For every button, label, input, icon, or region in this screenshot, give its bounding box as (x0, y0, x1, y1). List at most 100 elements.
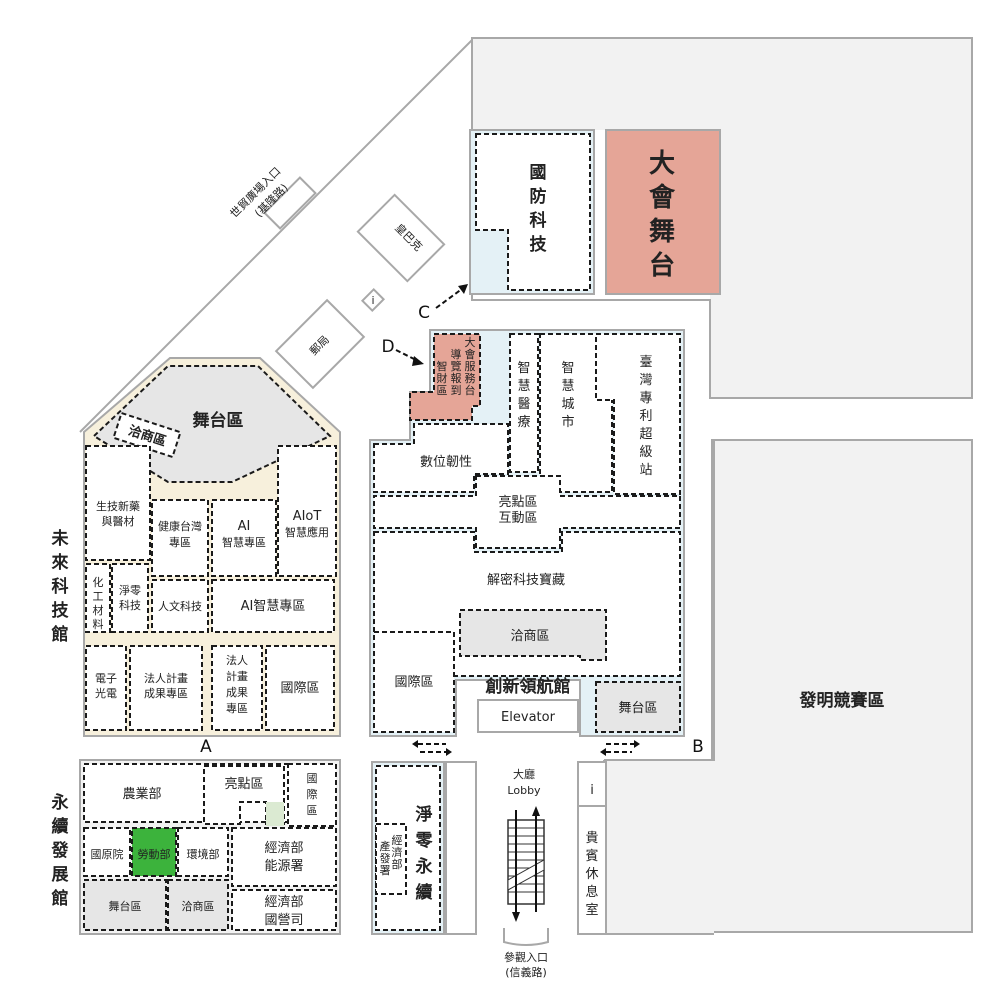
env-label: 環境部 (187, 847, 220, 861)
smart-medical-zone[interactable] (509, 333, 539, 473)
future-intl-label: 國際區 (280, 681, 319, 696)
svg-text:產: 產 (380, 839, 391, 853)
innovation-negotiation-zone[interactable] (459, 609, 607, 661)
biotech-zone[interactable] (85, 445, 151, 561)
marker-c: C (418, 303, 430, 323)
arrow-c (435, 285, 467, 309)
svg-text:館: 館 (51, 888, 69, 909)
patent-label: 臺 灣 專 利 超 級 站 (639, 355, 652, 478)
main-stage-zone[interactable] (605, 129, 721, 295)
future-stage-zone[interactable] (92, 365, 332, 483)
moea-industry-label: 產 發 署 經 濟 部 (380, 833, 403, 877)
future-negotiation-zone[interactable] (112, 411, 182, 459)
chem-materials-zone[interactable] (85, 563, 111, 633)
svg-text:零: 零 (415, 831, 434, 851)
innovation-intl-zone[interactable] (373, 631, 455, 733)
svg-text:城: 城 (561, 397, 574, 412)
env-zone[interactable] (177, 827, 229, 877)
svg-text:台: 台 (465, 383, 476, 397)
corp-plan-label-2: 成果專區 (144, 687, 188, 700)
ai-smart-zone-2[interactable] (211, 579, 335, 633)
labor-label: 勞動部 (138, 847, 171, 861)
ai-zone2-label: AI智慧專區 (241, 598, 306, 614)
smart-city-label: 智 慧 城 市 (561, 361, 574, 430)
service-desk-zone[interactable] (409, 333, 481, 421)
sustain-intl-label: 國 際 區 (307, 772, 318, 817)
innovation-highlight-zone[interactable] (373, 475, 681, 549)
marker-a: A (200, 737, 212, 757)
lobby-netzero-label: 淨 零 永 續 (415, 805, 434, 903)
digital-resilience-zone[interactable] (373, 423, 509, 493)
aiot-zone[interactable] (277, 445, 337, 577)
svg-text:館: 館 (51, 624, 69, 645)
door-arrows-left (412, 740, 452, 756)
moea-industry-zone[interactable] (375, 823, 407, 895)
svg-text:灣: 灣 (639, 373, 652, 388)
svg-text:到: 到 (451, 384, 462, 397)
vip-lounge[interactable] (577, 761, 607, 935)
invention-hall-name: 發明競賽區 (799, 690, 885, 711)
electronics-zone[interactable] (85, 645, 127, 731)
future-hall-name: 未 來 科 技 館 (51, 528, 70, 645)
defense-tech-zone[interactable] (475, 133, 591, 291)
svg-text:科: 科 (530, 210, 547, 231)
innovation-hall-name: 創新領航館 (485, 676, 571, 697)
innovation-intl-label: 國際區 (394, 675, 433, 690)
innovation-stage-zone[interactable] (595, 681, 681, 733)
svg-text:國: 國 (530, 163, 547, 183)
svg-text:計畫: 計畫 (226, 669, 248, 683)
innovation-highlight-label-1: 亮點區 (498, 494, 537, 510)
energy-zone[interactable] (231, 827, 337, 887)
svg-text:超: 超 (639, 427, 652, 442)
sustain-highlight-label: 亮點區 (224, 776, 263, 792)
svg-text:成果: 成果 (226, 686, 248, 699)
treasure-label: 解密科技寶藏 (487, 572, 565, 588)
nstc-zone[interactable] (83, 827, 131, 877)
future-intl-zone[interactable] (265, 645, 335, 731)
health-taiwan-zone[interactable] (151, 499, 209, 577)
svg-text:技: 技 (530, 234, 548, 255)
marker-d: D (381, 337, 394, 357)
svg-text:服: 服 (465, 360, 476, 373)
visitor-entrance-road: (信義路) (505, 965, 547, 979)
svg-text:專區: 專區 (226, 702, 248, 715)
svg-text:室: 室 (585, 902, 598, 918)
svg-text:料: 料 (93, 617, 104, 631)
svg-text:智: 智 (517, 361, 530, 376)
svg-text:慧: 慧 (561, 378, 574, 394)
corp-plan2-label: 法人 計畫 成果 專區 (226, 653, 248, 715)
future-stage-label: 舞台區 (193, 410, 244, 431)
svg-text:財: 財 (437, 371, 448, 385)
health-label-2: 專區 (169, 536, 191, 549)
sustain-stage-zone[interactable] (83, 879, 167, 931)
ai-smart-zone[interactable] (211, 499, 277, 577)
corp-plan-label-1: 法人計畫 (144, 671, 188, 685)
sustain-negotiation-zone[interactable] (167, 879, 229, 931)
netzero-label-2: 科技 (119, 598, 141, 612)
svg-text:科: 科 (52, 576, 69, 597)
svg-text:大: 大 (465, 335, 476, 349)
svg-text:法人: 法人 (226, 653, 248, 667)
netzero-tech-zone[interactable] (111, 563, 149, 633)
svg-text:舞: 舞 (649, 217, 675, 247)
aiot-label-2: 智慧應用 (285, 525, 329, 539)
labor-zone[interactable] (131, 827, 177, 877)
svg-text:區: 區 (307, 804, 318, 817)
bus-stop-building (356, 193, 446, 283)
corp-plan-zone-2[interactable] (211, 645, 263, 731)
soe-zone[interactable] (231, 889, 337, 931)
svg-text:智: 智 (561, 361, 574, 376)
sustain-intl-zone[interactable] (287, 763, 337, 827)
health-label-1: 健康台灣 (158, 519, 202, 533)
humanities-tech-zone[interactable] (151, 579, 209, 633)
lobby-wall-box (445, 761, 477, 935)
bus-stop-label: 皇巴克 (392, 221, 425, 254)
patent-zone[interactable] (595, 333, 681, 495)
corp-plan-zone[interactable] (129, 645, 203, 731)
svg-text:技: 技 (52, 600, 70, 621)
nstc-label: 國原院 (91, 847, 124, 861)
svg-text:工: 工 (93, 590, 104, 603)
ai-zone-label-1: AI (238, 519, 251, 534)
elevator-label: Elevator (501, 710, 556, 725)
